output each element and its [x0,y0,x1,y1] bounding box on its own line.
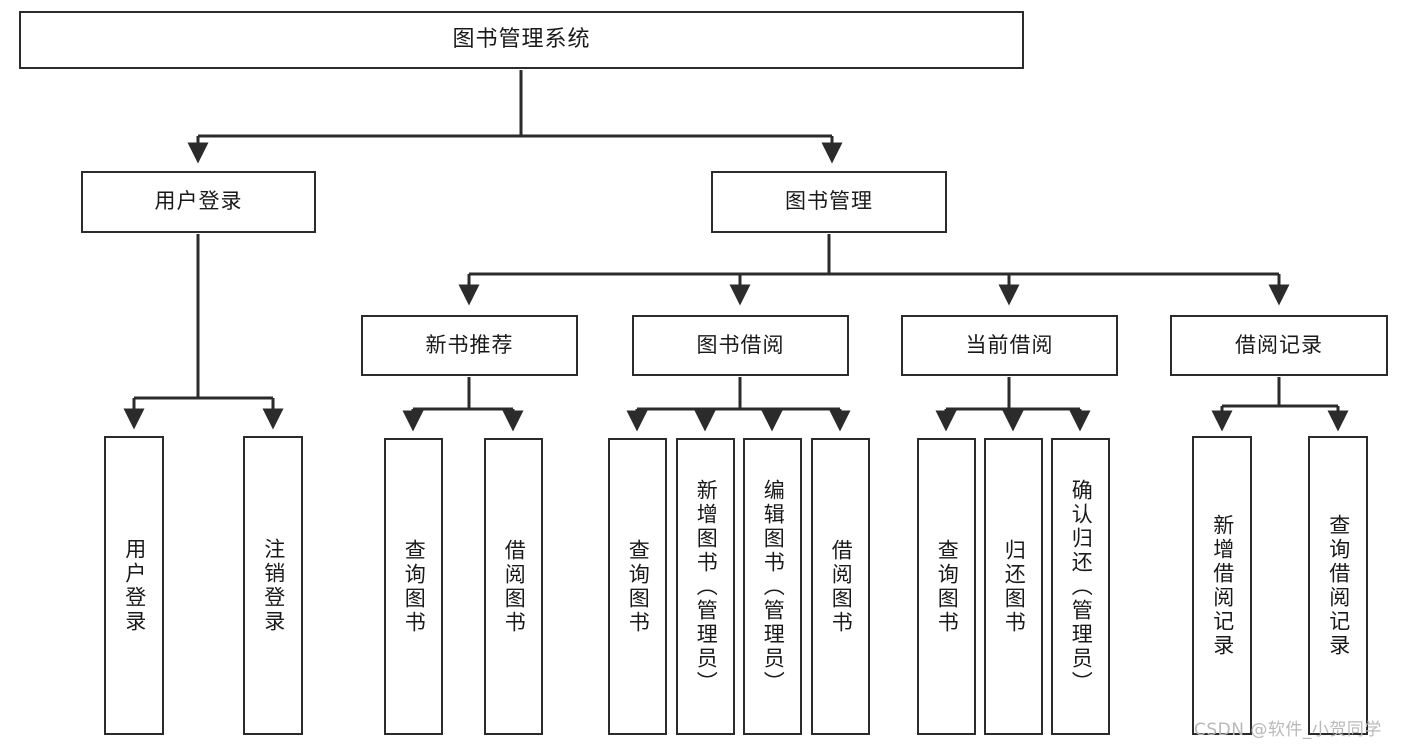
leaf-edit-book-admin[interactable]: 编辑图书（管理员） [743,438,802,735]
leaf-user-login[interactable]: 用户登录 [104,436,164,735]
node-label: 查询图书 [626,538,651,635]
node-label: 查询图书 [402,538,427,635]
node-borrow-records[interactable]: 借阅记录 [1170,315,1388,376]
node-label: 图书管理系统 [452,26,591,52]
leaf-add-borrow-record[interactable]: 新增借阅记录 [1192,436,1252,735]
node-label: 借阅图书 [502,538,527,635]
node-label: 查询借阅记录 [1326,513,1351,658]
node-label: 借阅图书 [829,538,854,635]
node-label: 图书借阅 [696,332,785,357]
leaf-query-book-current[interactable]: 查询图书 [917,438,976,735]
leaf-return-book[interactable]: 归还图书 [984,438,1043,735]
node-label: 编辑图书（管理员） [761,478,786,695]
leaf-query-book-borrow[interactable]: 查询图书 [608,438,667,735]
leaf-borrow-book-newbook[interactable]: 借阅图书 [484,438,543,735]
node-label: 查询图书 [935,538,960,635]
leaf-query-book-newbook[interactable]: 查询图书 [384,438,443,735]
node-new-book-recommend[interactable]: 新书推荐 [361,315,578,376]
node-book-borrow[interactable]: 图书借阅 [632,315,849,376]
leaf-logout[interactable]: 注销登录 [243,436,303,735]
node-label: 用户登录 [154,189,243,214]
node-label: 归还图书 [1002,538,1027,635]
node-root-system[interactable]: 图书管理系统 [19,11,1024,69]
leaf-add-book-admin[interactable]: 新增图书（管理员） [676,438,735,735]
node-label: 图书管理 [785,189,873,214]
node-label: 确认归还（管理员） [1069,478,1094,695]
node-current-borrow[interactable]: 当前借阅 [901,315,1118,376]
leaf-confirm-return-admin[interactable]: 确认归还（管理员） [1051,438,1110,735]
leaf-borrow-book[interactable]: 借阅图书 [811,438,870,735]
node-label: 新增图书（管理员） [694,478,719,695]
node-label: 当前借阅 [965,332,1054,357]
node-label: 用户登录 [122,537,147,634]
node-book-management[interactable]: 图书管理 [711,171,947,233]
node-label: 注销登录 [261,537,286,634]
node-label: 借阅记录 [1235,332,1323,357]
node-label: 新书推荐 [425,332,514,357]
node-user-login[interactable]: 用户登录 [81,171,316,233]
leaf-query-borrow-record[interactable]: 查询借阅记录 [1308,436,1368,735]
node-label: 新增借阅记录 [1210,513,1235,658]
